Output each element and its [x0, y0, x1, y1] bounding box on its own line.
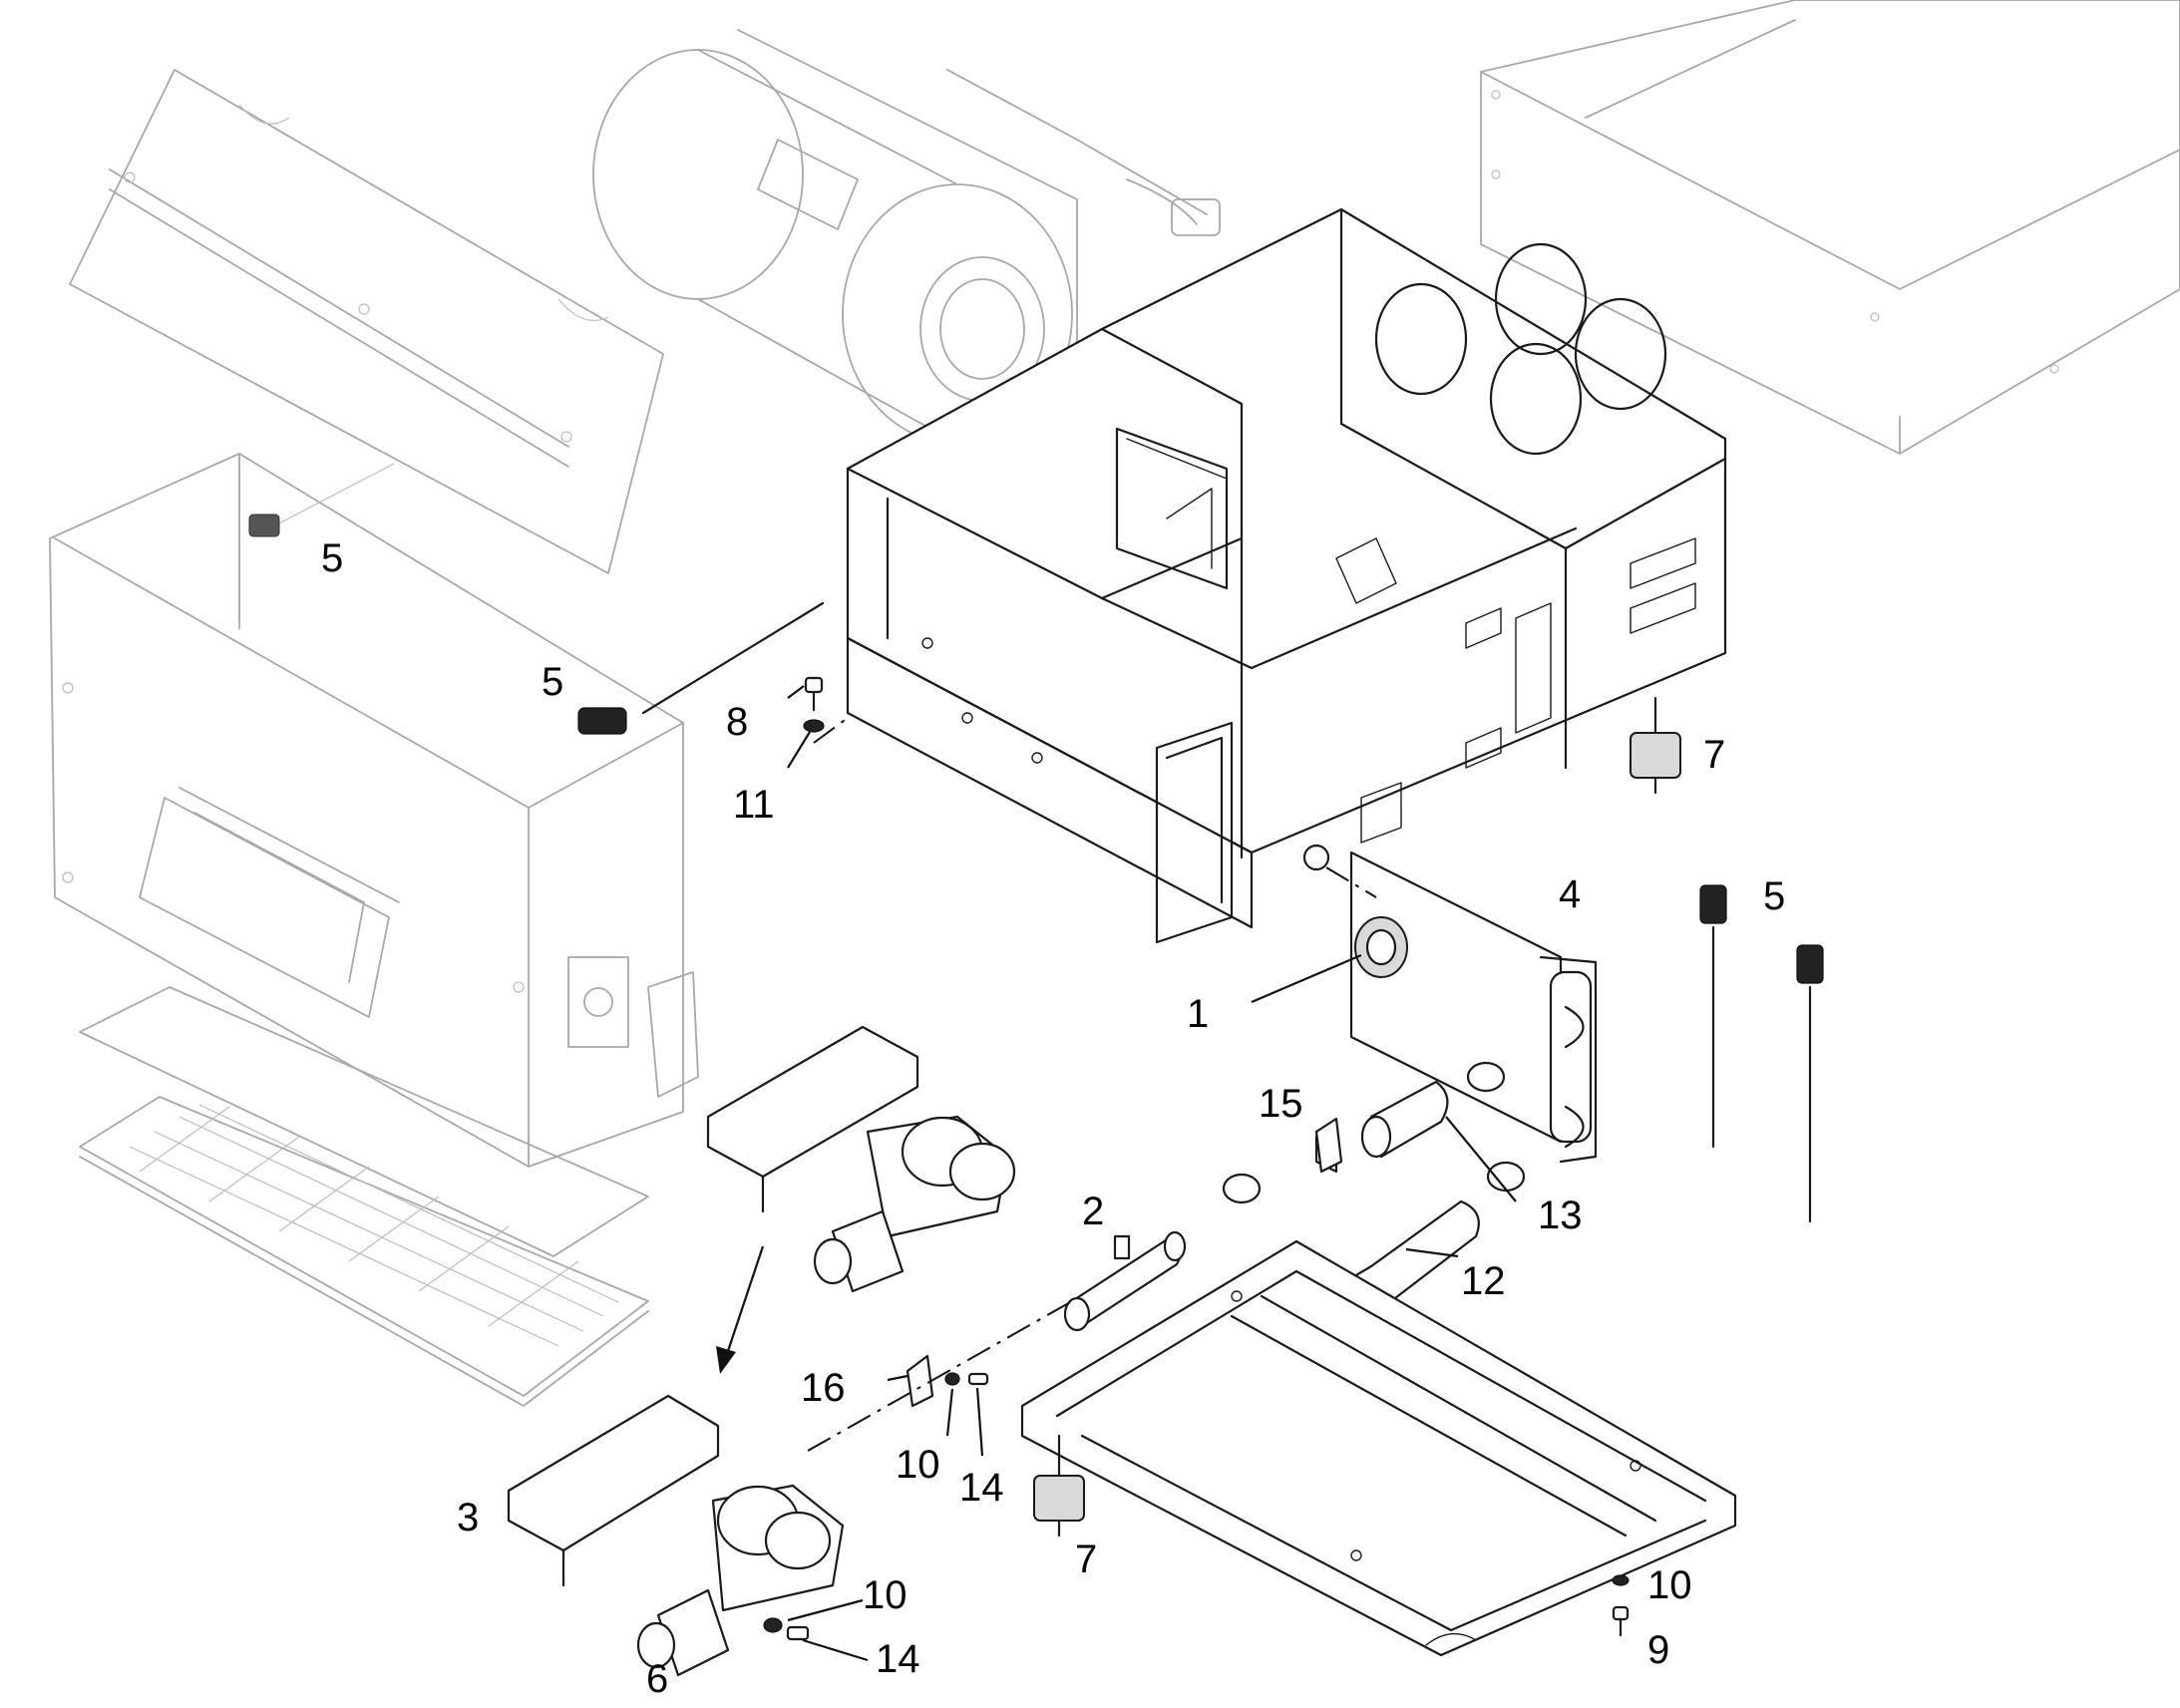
- callout-1: 1: [1187, 992, 1209, 1036]
- callout-4: 4: [1559, 872, 1581, 916]
- pipe-tee: [1063, 1230, 1187, 1332]
- callout-12: 12: [1461, 1259, 1506, 1303]
- callout-labels: 1 2 3 4 5 5 5 6 7 7 8 9 10 10 10 11 12 1…: [321, 536, 1785, 1701]
- assembly-arrow: [716, 1245, 765, 1374]
- valve-bracket-lower: [507, 1394, 845, 1677]
- callout-3: 3: [457, 1496, 479, 1539]
- callout-5-center: 5: [542, 660, 563, 704]
- callout-7-lower: 7: [1075, 1537, 1097, 1581]
- lower-frame: [1020, 1239, 1737, 1657]
- ghost-cover-panel: [1480, 0, 2180, 455]
- heater-core: [1349, 851, 1598, 1164]
- washer-11: [803, 719, 825, 733]
- rubber-mount-lower: [1033, 1434, 1085, 1537]
- sensor-probe-right-a: [1699, 884, 1727, 1149]
- screw-8: [804, 676, 824, 712]
- fastener-lower-right: [1612, 1574, 1630, 1637]
- bracket-clip-15: [1314, 1117, 1343, 1174]
- callout-14-middle: 14: [959, 1466, 1004, 1510]
- grommet: [1354, 916, 1408, 978]
- callout-10-lower-right: 10: [1647, 1563, 1692, 1607]
- callout-5-right: 5: [1763, 874, 1785, 918]
- callout-9: 9: [1647, 1628, 1669, 1672]
- ghost-blower-assembly: [592, 29, 1221, 445]
- assembly-line-core: [1325, 866, 1377, 898]
- callout-16: 16: [801, 1366, 846, 1410]
- sensor-probe-right-b: [1796, 944, 1824, 1223]
- callout-2: 2: [1082, 1190, 1104, 1233]
- callout-13: 13: [1538, 1194, 1583, 1237]
- callout-6: 6: [646, 1657, 668, 1701]
- assembly-line-8: [813, 717, 849, 744]
- ghost-sensor-probe: [248, 463, 395, 537]
- callout-14-lower: 14: [876, 1637, 920, 1681]
- ghost-heater-box: [49, 453, 699, 1168]
- callout-5-left: 5: [321, 536, 343, 580]
- leader-lines: [787, 685, 1517, 1662]
- callout-11: 11: [733, 783, 775, 827]
- callout-10-middle: 10: [896, 1443, 940, 1487]
- callout-15: 15: [1259, 1082, 1303, 1126]
- callout-10-lower-left: 10: [863, 1573, 908, 1617]
- assembly-line-valve: [807, 1300, 1073, 1452]
- main-housing: [846, 207, 1727, 944]
- callout-7-right: 7: [1703, 733, 1725, 777]
- sensor-probe-center: [577, 601, 825, 735]
- hose-short: [1360, 1080, 1449, 1159]
- valve-bracket-upper: [706, 1025, 1016, 1293]
- callout-8: 8: [726, 700, 748, 744]
- ghost-tray-grate: [79, 986, 649, 1407]
- fastener-lower-left: [763, 1617, 810, 1641]
- ghost-lid-panel: [69, 69, 664, 574]
- bracket-clip-16: [906, 1354, 989, 1408]
- rubber-mount-right: [1630, 696, 1681, 795]
